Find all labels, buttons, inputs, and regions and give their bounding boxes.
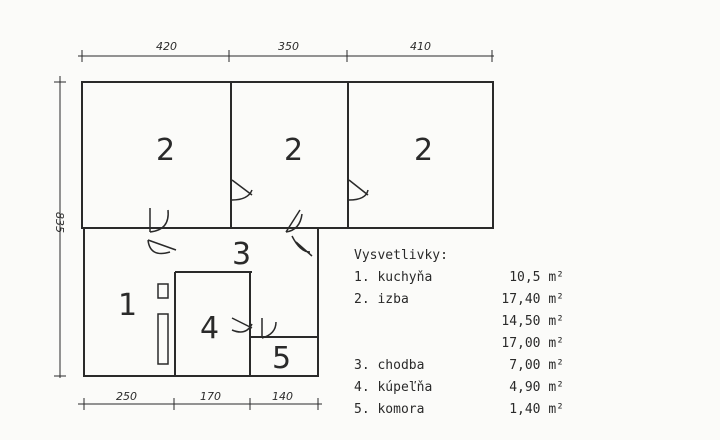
dimension-lines xyxy=(54,50,494,410)
dim-bottom-1: 250 xyxy=(116,390,137,403)
dim-top-1: 420 xyxy=(156,40,177,53)
room-label-1: 1 xyxy=(118,288,137,323)
stove-icon xyxy=(157,283,169,299)
dim-left: 835 xyxy=(53,212,66,233)
dim-bottom-3: 140 xyxy=(272,390,293,403)
walls xyxy=(81,81,494,377)
door-swing-icon xyxy=(291,235,313,257)
door-swing-icon xyxy=(147,239,177,255)
door-swing-icon xyxy=(261,318,277,339)
room-label-3: 3 xyxy=(232,237,251,272)
dim-top-3: 410 xyxy=(410,40,431,53)
door-swing-icon xyxy=(285,209,303,233)
door-swing-icon xyxy=(348,179,369,201)
upper-block-wall xyxy=(81,81,494,229)
legend-item: 14,50 m² xyxy=(501,314,564,329)
legend-item: 17,00 m² xyxy=(501,336,564,351)
door-swing-icon xyxy=(231,317,253,333)
doors xyxy=(147,179,369,365)
room-label-2c: 2 xyxy=(414,133,433,168)
dim-top-2: 350 xyxy=(278,40,299,53)
dim-bottom-2: 170 xyxy=(200,390,221,403)
door-swing-icon xyxy=(149,208,169,233)
room-label-2a: 2 xyxy=(156,133,175,168)
legend-title: Vysvetlivky: xyxy=(354,248,448,263)
counter-icon xyxy=(157,313,169,365)
room-label-2b: 2 xyxy=(284,133,303,168)
door-swing-icon xyxy=(231,179,253,201)
lower-block-wall xyxy=(83,228,319,377)
room-label-4: 4 xyxy=(200,311,219,346)
room-label-5: 5 xyxy=(272,341,291,376)
